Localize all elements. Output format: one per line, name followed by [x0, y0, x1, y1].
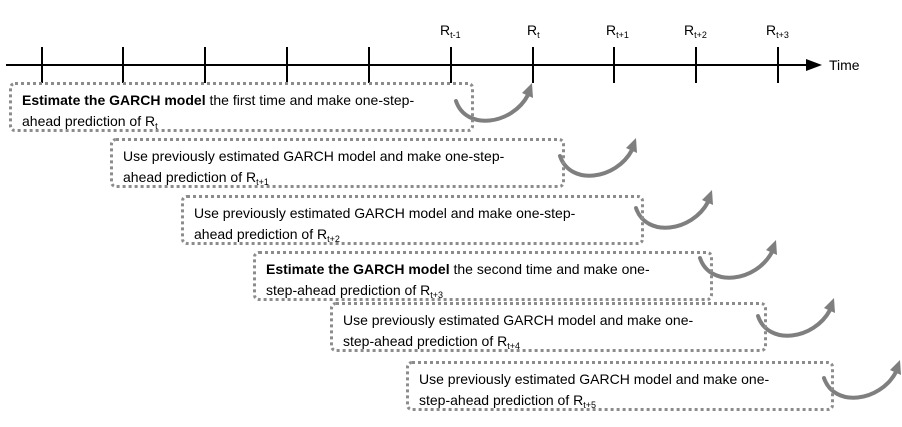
tick-label-base: R	[440, 22, 451, 38]
tick-label-subscript: t	[537, 30, 540, 40]
prediction-target: R	[245, 169, 257, 185]
step-line-2: ahead prediction of Rt+1	[123, 167, 562, 193]
step-text: Use previously estimated GARCH model and…	[419, 371, 770, 387]
step-text: Use previously estimated GARCH model and…	[194, 205, 576, 221]
prediction-arrow-2	[558, 148, 634, 178]
prediction-subscript: t+4	[507, 341, 520, 351]
prediction-arrowhead-1	[522, 83, 533, 98]
step-line-1: Use previously estimated GARCH model and…	[194, 203, 641, 224]
step-line-1: Use previously estimated GARCH model and…	[123, 146, 562, 167]
prediction-arrow-4	[698, 250, 774, 280]
tick-label-r-t-minus-1: Rt-1	[440, 22, 461, 40]
tick-label-r-t-plus-3: Rt+3	[766, 22, 789, 40]
prediction-arrowhead-5	[824, 298, 835, 313]
step-box-6: Use previously estimated GARCH model and…	[406, 361, 834, 411]
step-text: Use previously estimated GARCH model and…	[343, 312, 694, 328]
prediction-arrow-1	[454, 93, 530, 123]
prediction-subscript: t+3	[430, 290, 443, 300]
step-text: the first time and make one-step-	[205, 92, 415, 108]
prediction-arrows	[454, 83, 901, 400]
tick-label-base: R	[527, 22, 538, 38]
step-line-1: Estimate the GARCH model the second time…	[266, 259, 710, 280]
tick-label-base: R	[766, 22, 777, 38]
prediction-arrow-6	[822, 370, 898, 400]
step-line-1: Use previously estimated GARCH model and…	[343, 310, 764, 331]
step-line-2: step-ahead prediction of Rt+3	[266, 280, 710, 306]
step-text: step-ahead prediction of	[266, 282, 421, 298]
step-box-1: Estimate the GARCH model the first time …	[9, 82, 474, 132]
prediction-subscript: t+1	[256, 177, 269, 187]
time-axis-arrowhead	[806, 59, 822, 71]
step-box-4: Estimate the GARCH model the second time…	[253, 251, 713, 301]
step-text: the second time and make one-	[449, 261, 650, 277]
prediction-target: R	[573, 392, 584, 408]
step-text: step-ahead prediction of	[419, 392, 574, 408]
step-bold-text: Estimate the GARCH model	[266, 261, 450, 277]
prediction-subscript: t	[155, 121, 158, 131]
step-bold-text: Estimate the GARCH model	[22, 92, 206, 108]
step-line-2: ahead prediction of Rt+2	[194, 224, 641, 250]
tick-label-subscript: t+2	[694, 30, 707, 40]
prediction-subscript: t+5	[583, 400, 596, 410]
step-line-2: step-ahead prediction of Rt+5	[419, 390, 831, 416]
axis-label-time: Time	[829, 57, 860, 73]
step-line-1: Use previously estimated GARCH model and…	[419, 369, 831, 390]
tick-label-base: R	[684, 22, 695, 38]
step-box-2: Use previously estimated GARCH model and…	[110, 138, 565, 188]
step-text: ahead prediction of	[194, 226, 317, 242]
tick-label-subscript: t+1	[616, 30, 629, 40]
prediction-arrow-3	[634, 200, 710, 230]
step-box-5: Use previously estimated GARCH model and…	[330, 302, 767, 352]
tick-label-r-t-plus-1: Rt+1	[606, 22, 629, 40]
prediction-arrowhead-6	[890, 360, 901, 375]
prediction-target: R	[144, 113, 156, 129]
step-text: ahead prediction of	[22, 113, 145, 129]
prediction-target: R	[497, 333, 508, 349]
tick-label-r-t: Rt	[527, 22, 540, 40]
step-text: step-ahead prediction of	[343, 333, 498, 349]
prediction-arrowhead-3	[702, 190, 713, 205]
step-text: Use previously estimated GARCH model and…	[123, 148, 505, 164]
tick-label-r-t-plus-2: Rt+2	[684, 22, 707, 40]
tick-label-subscript: t-1	[450, 30, 461, 40]
step-text: ahead prediction of	[123, 169, 246, 185]
prediction-arrowhead-2	[626, 138, 637, 153]
prediction-arrow-5	[756, 308, 832, 338]
tick-label-base: R	[606, 22, 617, 38]
time-axis	[6, 47, 822, 83]
step-box-3: Use previously estimated GARCH model and…	[181, 195, 644, 245]
step-line-1: Estimate the GARCH model the first time …	[22, 90, 471, 111]
step-line-2: ahead prediction of Rt	[22, 111, 471, 137]
step-line-2: step-ahead prediction of Rt+4	[343, 331, 764, 357]
prediction-arrowhead-4	[766, 240, 777, 255]
tick-label-subscript: t+3	[776, 30, 789, 40]
prediction-target: R	[316, 226, 328, 242]
prediction-target: R	[420, 282, 431, 298]
prediction-subscript: t+2	[327, 234, 340, 244]
